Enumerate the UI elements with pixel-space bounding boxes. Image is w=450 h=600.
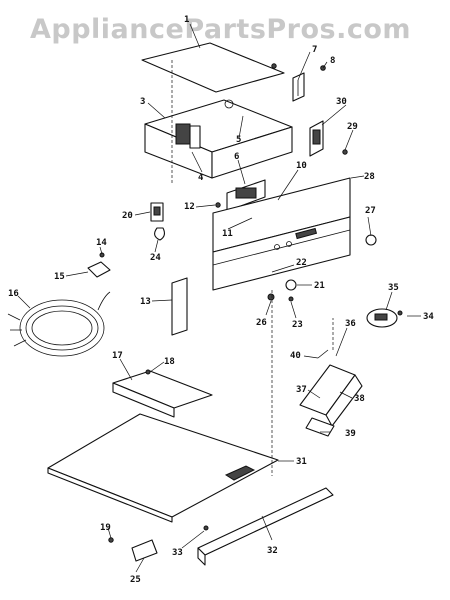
callout-12: 12 (184, 202, 195, 212)
callout-16: 16 (8, 289, 19, 299)
part-18-screw (145, 369, 151, 375)
part-24-clip (154, 227, 166, 241)
callout-33: 33 (172, 548, 183, 558)
callout-35: 35 (388, 283, 399, 293)
callout-29: 29 (347, 122, 358, 132)
part-12-screw (215, 202, 221, 208)
callout-8: 8 (330, 56, 335, 66)
callout-40: 40 (290, 351, 301, 361)
callout-19: 19 (100, 523, 111, 533)
part-25-bracket (131, 539, 158, 562)
part-14-15-terminal (87, 252, 111, 278)
part-2-screw (271, 63, 277, 69)
part-23-screw (288, 296, 294, 302)
part-16-wire-harness (7, 291, 111, 357)
callout-7: 7 (312, 45, 317, 55)
part-32-front-rail (197, 487, 334, 566)
part-19-screw (108, 537, 114, 543)
part-40-pin (317, 349, 329, 359)
callout-10: 10 (296, 161, 307, 171)
callout-24: 24 (150, 253, 161, 263)
part-28-control-panel (212, 177, 351, 291)
part-30-switch (309, 120, 324, 157)
callout-5: 5 (236, 135, 241, 145)
callout-31: 31 (296, 457, 307, 467)
callout-13: 13 (140, 297, 151, 307)
part-39-clip (305, 417, 335, 437)
part-7-bracket (292, 72, 305, 102)
part-21-grommet (285, 279, 297, 291)
callout-6: 6 (234, 152, 239, 162)
callout-28: 28 (364, 172, 375, 182)
callout-3: 3 (140, 97, 145, 107)
part-3-control-box (144, 99, 293, 179)
part-27-knob (365, 234, 377, 246)
callout-32: 32 (267, 546, 278, 556)
part-17-bracket (112, 370, 213, 418)
part-33-screw (203, 525, 209, 531)
callout-18: 18 (164, 357, 175, 367)
part-37-38-bracket (299, 364, 363, 427)
part-6-timer (226, 179, 266, 212)
watermark: AppliancePartsPros.com (30, 14, 412, 45)
callout-11: 11 (222, 229, 233, 239)
callout-25: 25 (130, 575, 141, 585)
callout-4: 4 (198, 173, 204, 183)
callout-27: 27 (365, 206, 376, 216)
callout-20: 20 (122, 211, 133, 221)
callout-34: 34 (423, 312, 434, 322)
callout-30: 30 (336, 97, 347, 107)
callout-1: 1 (184, 15, 189, 25)
part-31-base-plate (47, 413, 279, 523)
callout-14: 14 (96, 238, 107, 248)
callout-17: 17 (112, 351, 123, 361)
callout-21: 21 (314, 281, 325, 291)
callout-36: 36 (345, 319, 356, 329)
callout-26: 26 (256, 318, 267, 328)
part-29-screw (342, 149, 348, 155)
callout-37: 37 (296, 385, 307, 395)
callout-15: 15 (54, 272, 65, 282)
part-1-top-panel (141, 42, 285, 93)
part-26-clip (267, 293, 275, 301)
callout-23: 23 (292, 320, 303, 330)
callout-22: 22 (296, 258, 307, 268)
part-35-igniter (366, 308, 398, 328)
part-13-trim (171, 277, 188, 336)
callout-38: 38 (354, 394, 365, 404)
part-20-switch (150, 202, 164, 222)
part-34-screw (397, 310, 403, 316)
callout-39: 39 (345, 429, 356, 439)
